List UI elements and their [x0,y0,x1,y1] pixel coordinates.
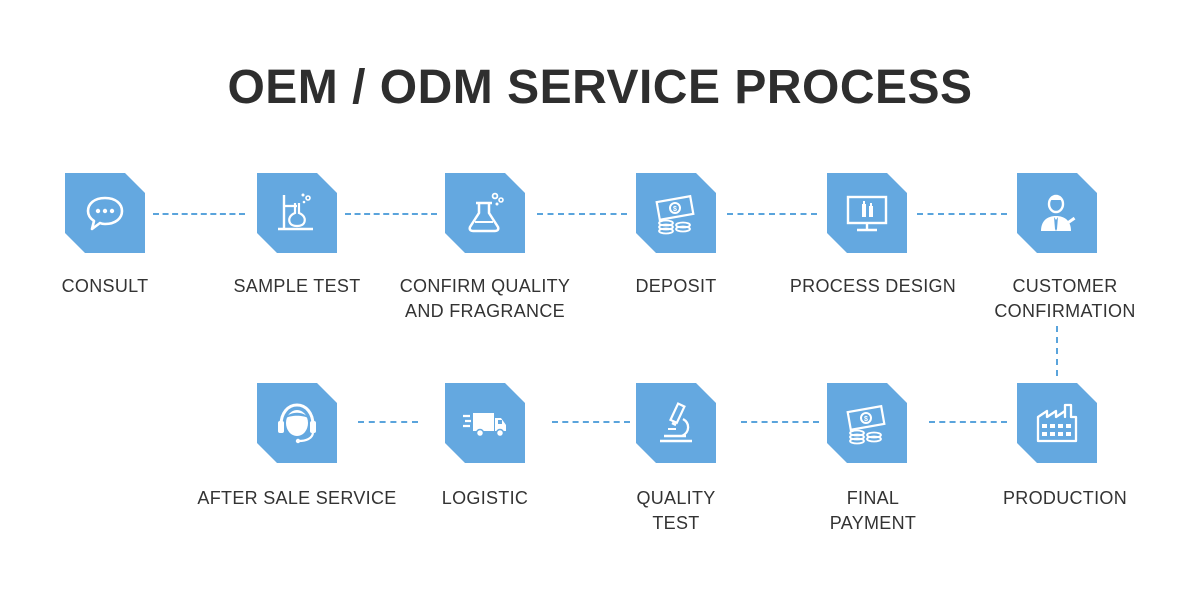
step-label-production: PRODUCTION [1003,488,1127,508]
step-box-customer-confirmation [1017,173,1097,253]
connector-design-customer [917,213,1007,215]
step-label-logistic: LOGISTIC [441,488,529,508]
step-box-after-sale-service [257,383,337,463]
page-title: OEM / ODM SERVICE PROCESS [227,61,973,114]
connector-production-final [929,421,1007,423]
delivery-truck-icon [463,413,506,438]
chat-bubble-icon [86,196,124,231]
step-label-customer-confirmation: CUSTOMER CONFIRMATION [994,276,1136,321]
money-coins-icon: $ [846,404,886,445]
monitor-bottles-icon [846,195,888,232]
step-label-process-design: PROCESS DESIGN [789,276,957,296]
step-label-sample-test: SAMPLE TEST [233,276,361,296]
step-box-confirm-quality [445,173,525,253]
connector-confirm-deposit [537,213,627,215]
step-label-confirm-quality: CONFIRM QUALITY AND FRAGRANCE [399,276,571,321]
flask-icon [468,192,504,233]
step-label-deposit: DEPOSIT [635,276,717,296]
connector-deposit-design [727,213,817,215]
step-label-after-sale-service: AFTER SALE SERVICE [197,488,397,508]
connector-consult-sample [153,213,245,215]
step-box-deposit: $ [636,173,716,253]
connector-quality-logistic [552,421,630,423]
step-label-quality-test: QUALITY TEST [636,488,716,533]
factory-icon [1036,403,1078,443]
connector-customer-production [1056,326,1058,376]
microscope-icon [660,402,692,443]
step-box-production [1017,383,1097,463]
step-box-consult [65,173,145,253]
connector-final-quality [741,421,819,423]
connector-logistic-aftersale [358,421,418,423]
money-coins-icon: $ [655,194,695,235]
step-box-final-payment: $ [827,383,907,463]
step-box-process-design [827,173,907,253]
svg-text:$: $ [864,416,868,423]
step-label-final-payment: FINAL PAYMENT [829,488,917,533]
headset-agent-icon [278,403,316,444]
step-box-sample-test [257,173,337,253]
connector-sample-confirm [345,213,437,215]
step-box-logistic [445,383,525,463]
businessman-icon [1041,194,1076,231]
step-label-consult: CONSULT [61,276,149,296]
lab-equipment-icon [278,193,313,231]
svg-text:$: $ [673,206,677,213]
step-box-quality-test [636,383,716,463]
